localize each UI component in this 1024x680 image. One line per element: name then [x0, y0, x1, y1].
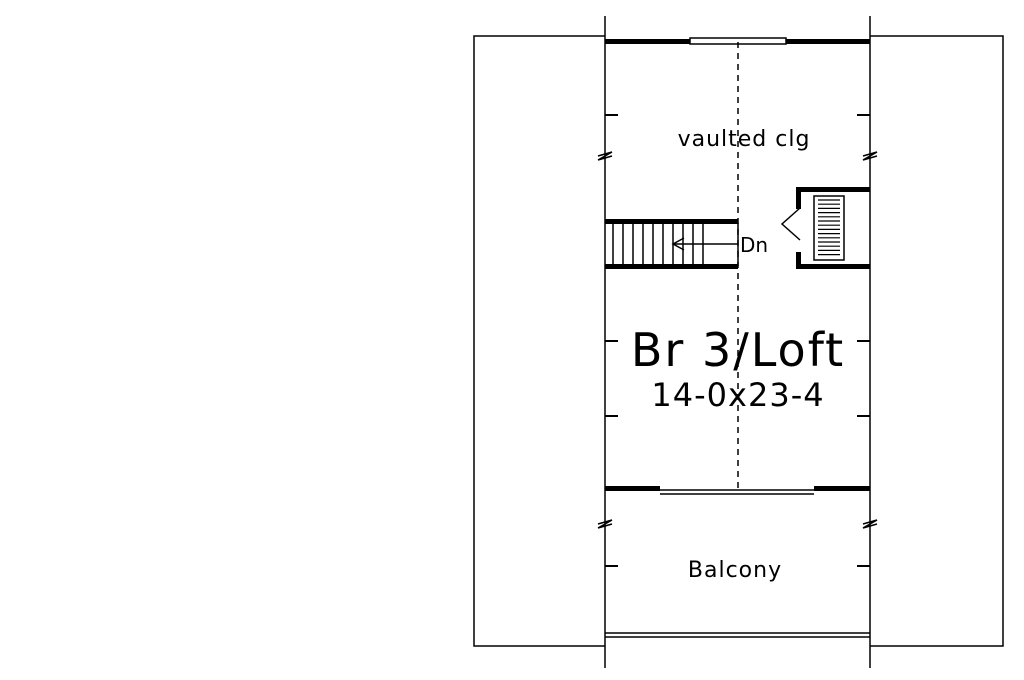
stair-down-label: Dn — [740, 233, 768, 257]
balcony-label: Balcony — [688, 558, 782, 583]
bottom-wall-right — [814, 486, 870, 491]
wall-break-mark — [862, 151, 878, 161]
dormer-door-swing — [780, 207, 801, 241]
roof-outline-right — [870, 35, 1004, 647]
wall-break-mark — [862, 519, 878, 529]
dormer-shelf-lines — [818, 199, 840, 256]
vaulted-ceiling-label: vaulted clg — [678, 127, 811, 152]
stair-treads — [612, 224, 704, 264]
dormer-wall-left-upper — [796, 187, 801, 209]
top-wall-right — [786, 39, 870, 44]
room-name-label: Br 3/Loft — [631, 323, 845, 377]
wall-marks — [605, 114, 870, 567]
wall-break-mark — [597, 519, 613, 529]
dormer-wall-top — [798, 187, 870, 192]
wall-break-mark — [597, 151, 613, 161]
top-wall-left — [605, 39, 690, 44]
dormer-wall-left-lower — [796, 252, 801, 269]
stair-wall-bottom — [605, 264, 738, 269]
bottom-wall-left — [605, 486, 660, 491]
dormer-wall-bottom — [798, 264, 870, 269]
room-dimensions-label: 14-0x23-4 — [651, 376, 824, 414]
roof-outline-left — [473, 35, 605, 647]
dormer-shelf — [813, 195, 845, 261]
stair-wall-top — [605, 219, 738, 224]
